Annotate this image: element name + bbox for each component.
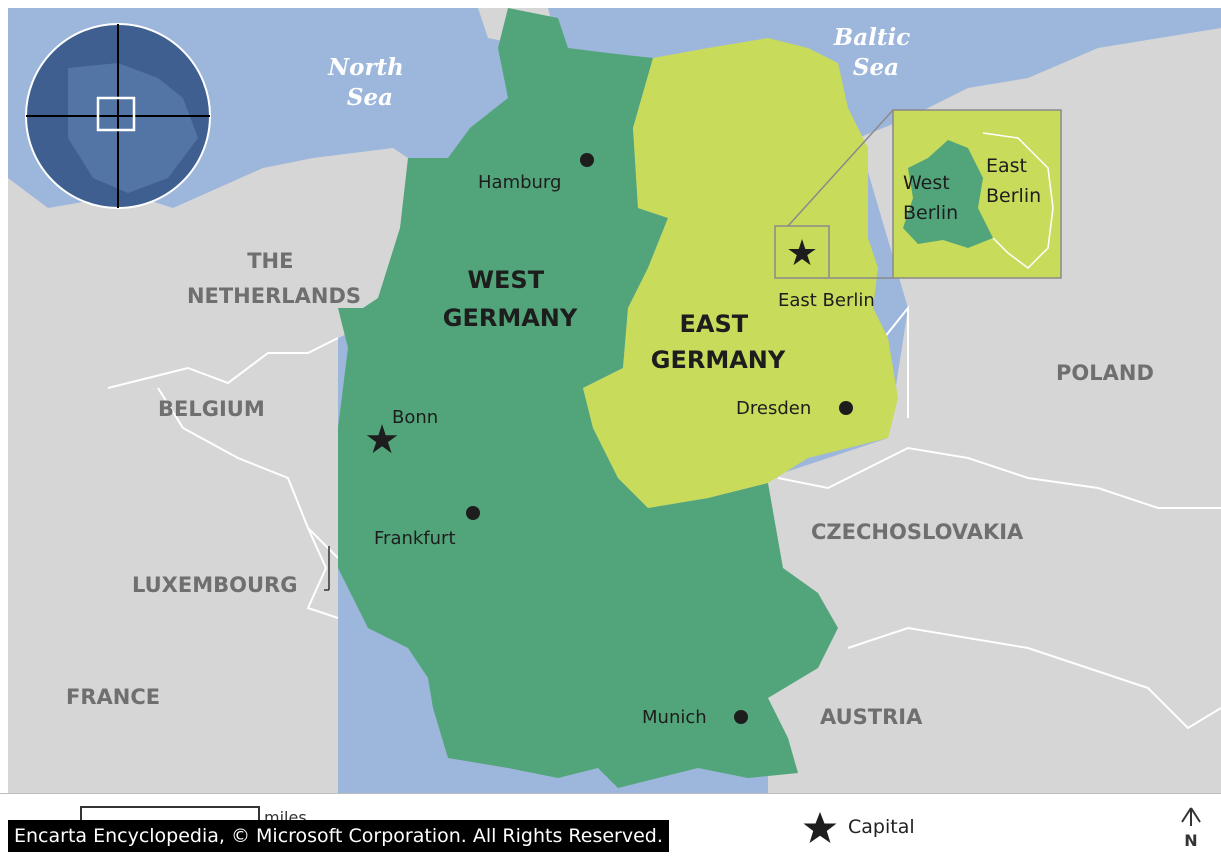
land-west: [8, 148, 408, 793]
capital-star-icon: [803, 812, 837, 843]
east-berlin-label: East Berlin: [778, 290, 875, 311]
copyright-credit: Encarta Encyclopedia, © Microsoft Corpor…: [8, 820, 669, 852]
inset-west-berlin: [903, 140, 993, 248]
hamburg-dot: [580, 153, 594, 167]
north-sea-label: North Sea: [327, 54, 412, 111]
frankfurt-dot: [466, 506, 480, 520]
hamburg-label: Hamburg: [478, 172, 561, 193]
belgium-label: BELGIUM: [158, 397, 265, 421]
land-east: [768, 28, 1221, 793]
inset-west-berlin-label: West Berlin: [903, 172, 958, 224]
east-berlin-capital-star: ★: [786, 233, 818, 274]
munich-label: Munich: [642, 707, 707, 728]
austria-label: AUSTRIA: [820, 705, 923, 729]
baltic-sea-label: Baltic Sea: [833, 24, 918, 81]
bonn-capital-star: ★: [364, 417, 400, 463]
capital-legend-label: Capital: [848, 816, 915, 838]
globe-locator: [25, 23, 211, 209]
bonn-label: Bonn: [392, 407, 438, 428]
netherlands-label: THE NETHERLANDS: [187, 249, 361, 308]
east-germany-label: EAST GERMANY: [651, 310, 786, 374]
munich-dot: [734, 710, 748, 724]
luxembourg-label: LUXEMBOURG: [132, 573, 297, 597]
north-label: N: [1184, 831, 1197, 850]
czechoslovakia-label: CZECHOSLOVAKIA: [811, 520, 1024, 544]
poland-label: POLAND: [1056, 361, 1154, 385]
dresden-dot: [839, 401, 853, 415]
east-germany-region: [583, 38, 898, 508]
map: North Sea Baltic Sea WEST GERMANY EAST G…: [8, 8, 1221, 793]
north-arrow-icon: N: [1181, 807, 1201, 850]
dresden-label: Dresden: [736, 398, 811, 419]
inset-east-berlin-label: East Berlin: [986, 155, 1041, 207]
west-germany-label: WEST GERMANY: [443, 266, 578, 332]
frankfurt-label: Frankfurt: [374, 528, 456, 549]
west-germany-region: [338, 8, 838, 788]
legend-bar: miles Encarta Encyclopedia, © Microsoft …: [0, 793, 1221, 858]
france-label: FRANCE: [66, 685, 160, 709]
inset-sector-lines: [982, 132, 1054, 269]
berlin-inset: [774, 109, 1062, 279]
